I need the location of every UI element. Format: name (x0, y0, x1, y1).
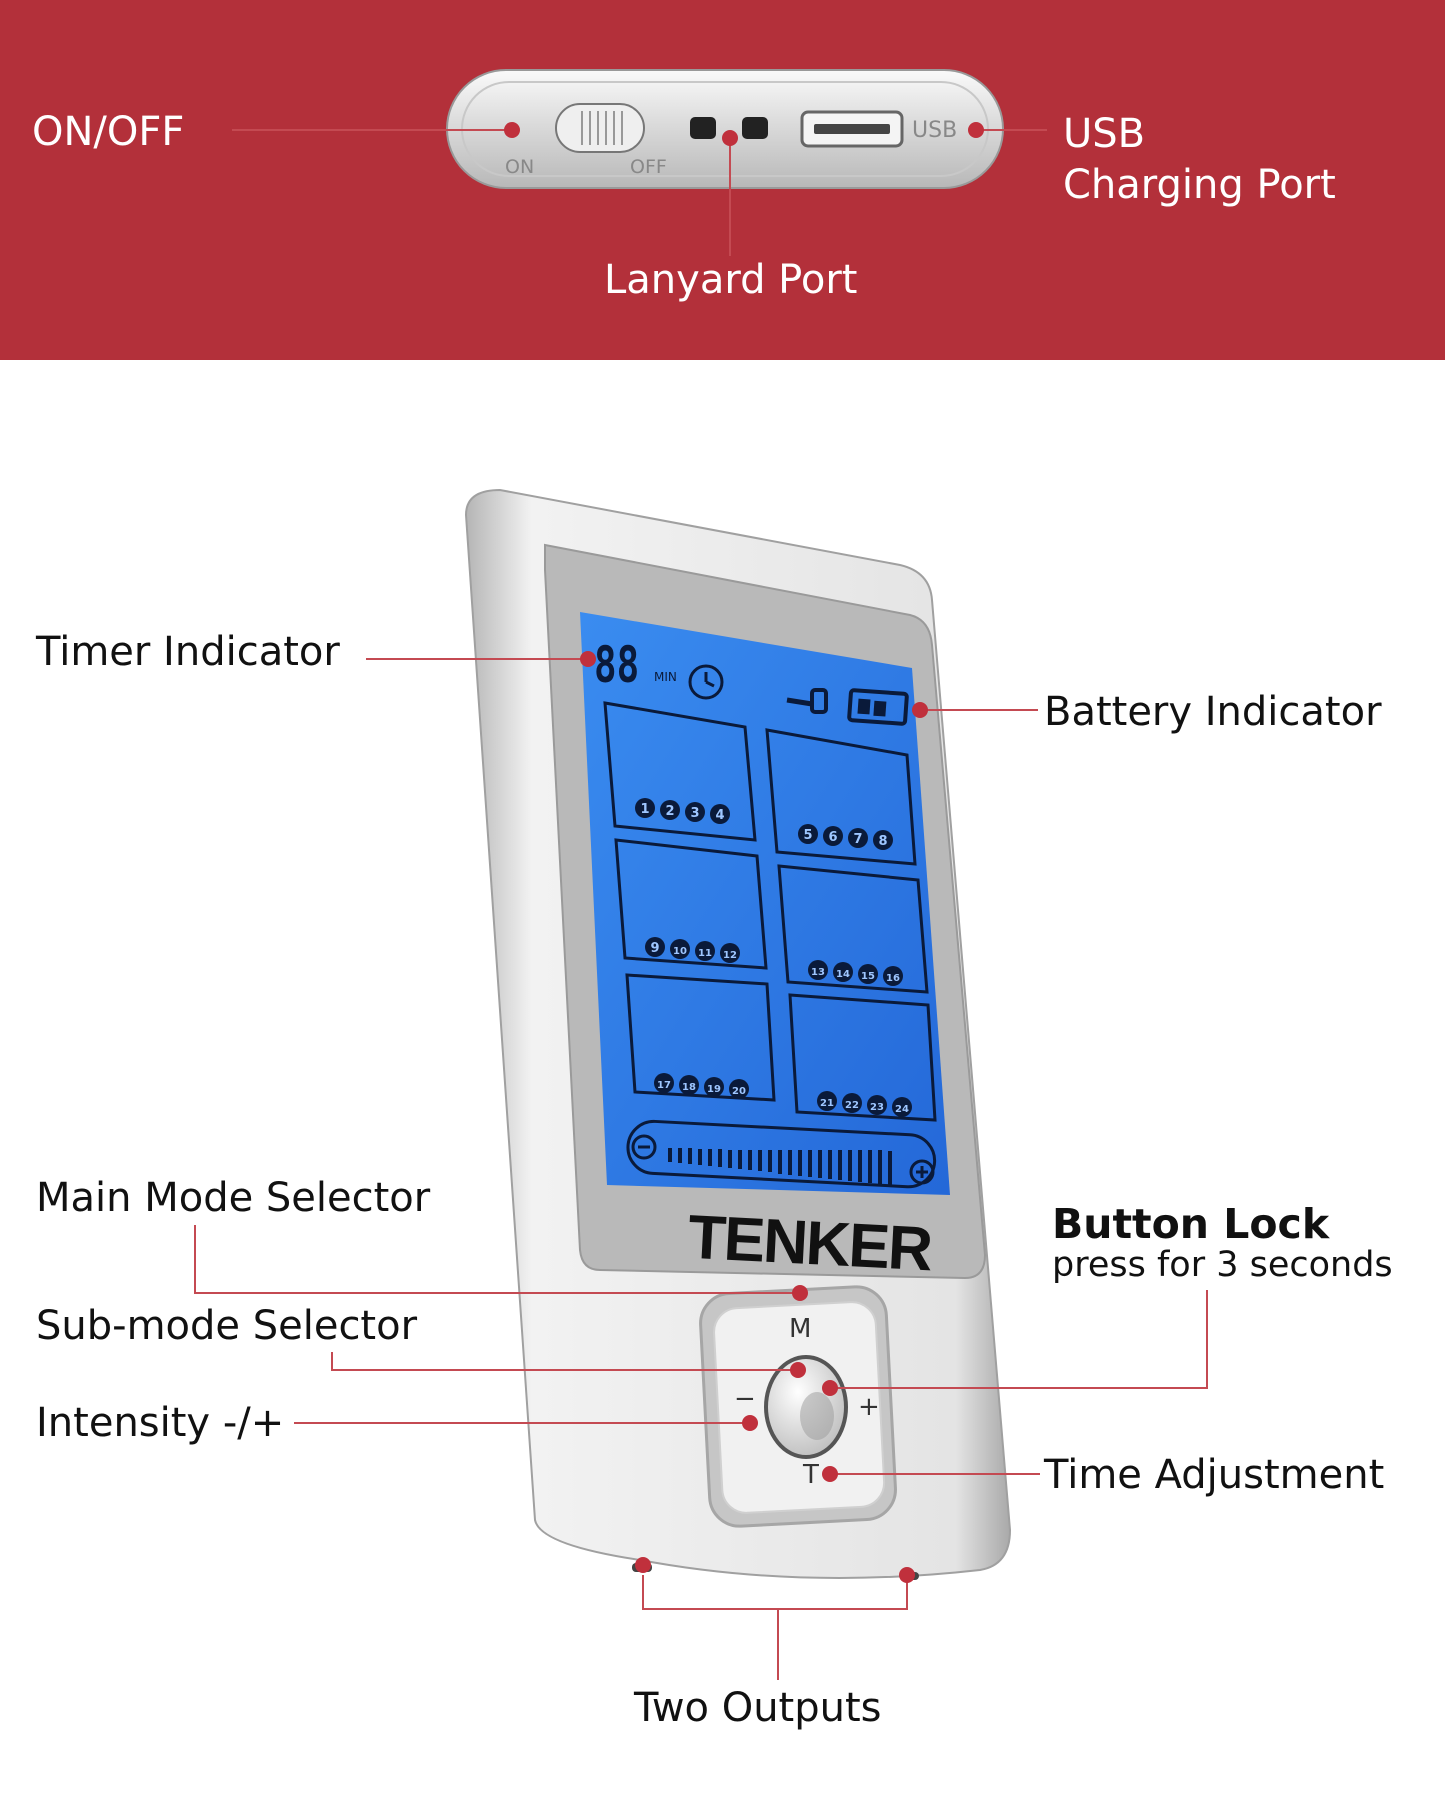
power-switch[interactable] (555, 103, 645, 153)
clock-icon (688, 664, 724, 700)
callout-dots (504, 122, 984, 1583)
callout-lines (194, 129, 1208, 1680)
mode-panel-3 (614, 838, 768, 970)
intensity-minus-button[interactable]: − (734, 1384, 756, 1414)
timer-unit: MIN (654, 670, 677, 684)
usb-label: USB (1063, 111, 1146, 157)
mode-panel-1 (603, 701, 757, 842)
time-adjustment-label: Time Adjustment (1044, 1452, 1385, 1498)
mode-panel-2 (765, 728, 917, 866)
button-lock-label: Button Lock (1052, 1200, 1330, 1248)
brand-logo: TENKER (686, 1202, 933, 1285)
time-button[interactable]: T (803, 1460, 819, 1490)
usb-mark: USB (912, 118, 958, 143)
lanyard-label: Lanyard Port (604, 257, 858, 303)
intensity-bar (626, 1119, 937, 1189)
device-front-view (464, 488, 1012, 1580)
timer-indicator-label: Timer Indicator (36, 629, 340, 675)
mode-panel-5 (625, 973, 776, 1102)
mode-panel-4 (777, 864, 929, 994)
lcd-screen (580, 612, 950, 1195)
sub-mode-label: Sub-mode Selector (36, 1303, 418, 1349)
mode-panel-6 (788, 993, 937, 1122)
main-mode-button[interactable]: M (789, 1314, 812, 1344)
intensity-plus-button[interactable]: + (858, 1392, 880, 1422)
two-outputs-label: Two Outputs (634, 1685, 882, 1731)
lanyard-hole-right (742, 117, 768, 139)
battery-indicator-label: Battery Indicator (1044, 689, 1382, 735)
intensity-scale (668, 1148, 892, 1185)
main-mode-label: Main Mode Selector (36, 1175, 431, 1221)
intensity-label: Intensity -/+ (36, 1400, 285, 1446)
battery-icon (847, 688, 909, 726)
switch-on-text: ON (505, 156, 535, 178)
button-lock-sub-label: press for 3 seconds (1052, 1245, 1393, 1285)
switch-off-text: OFF (630, 156, 667, 178)
timer-digits: 88 (594, 636, 640, 694)
on-off-label: ON/OFF (32, 109, 185, 155)
lanyard-hole-left (690, 117, 716, 139)
usb-charging-label: Charging Port (1063, 162, 1336, 208)
key-icon (786, 688, 828, 714)
